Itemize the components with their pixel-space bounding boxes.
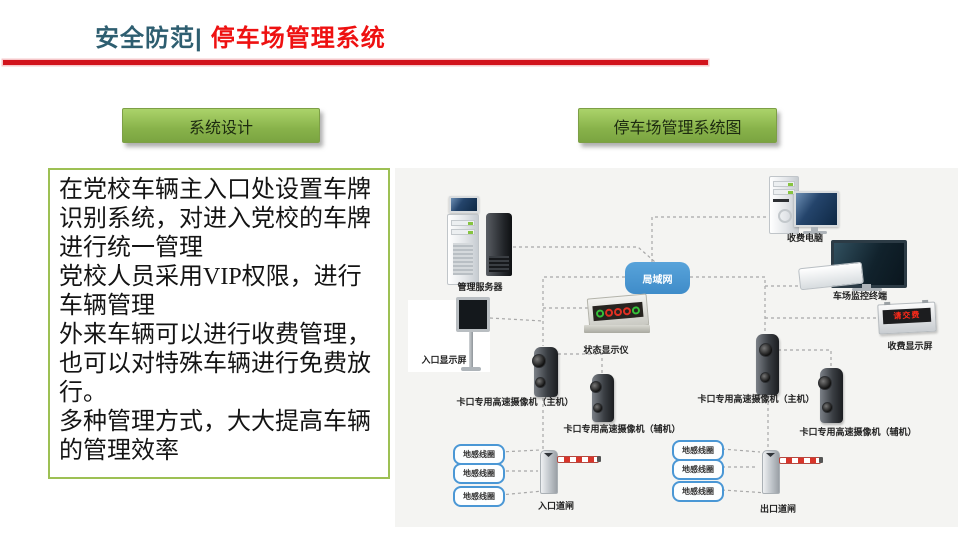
description-box: 在党校车辆主入口处设置车牌识别系统，对进入党校的车牌进行统一管理 党校人员采用V… xyxy=(48,168,390,479)
server-slot xyxy=(451,220,475,226)
camera-lens xyxy=(759,343,773,357)
lan-label: 局域网 xyxy=(642,274,673,286)
server-grille xyxy=(453,243,473,275)
entrance-display-pole xyxy=(469,332,473,368)
description-paragraph: 党校人员采用VIP权限，进行车辆管理 xyxy=(59,264,362,319)
camera-lens xyxy=(760,372,771,383)
entrance-display-screen-icon xyxy=(456,297,490,332)
camera-lens xyxy=(822,402,833,413)
coil-label: 地感线圈 xyxy=(682,465,714,474)
server-grille xyxy=(489,256,509,272)
fee-pc-led xyxy=(788,183,793,186)
server-monitor-icon xyxy=(449,196,479,213)
status-display-base xyxy=(584,325,650,333)
description-paragraph: 多种管理方式，大大提高车辆的管理效率 xyxy=(59,409,371,464)
fee-pc-stand xyxy=(811,227,818,232)
gate-cap xyxy=(544,453,553,457)
fee-pc-vent xyxy=(778,209,792,223)
coil-label: 地感线圈 xyxy=(463,450,495,459)
coil-label: 地感线圈 xyxy=(463,469,495,478)
label-monitor-terminal: 车场监控终端 xyxy=(832,291,887,301)
fee-pc-slot xyxy=(773,189,795,195)
label-exit-gate: 出口道闸 xyxy=(759,504,796,514)
server-led xyxy=(468,222,473,225)
camera-aux-left-icon xyxy=(590,374,614,422)
camera-lens xyxy=(593,403,603,413)
coil-label: 地感线圈 xyxy=(682,446,714,455)
title-main: 停车场管理系统 xyxy=(210,25,386,52)
status-indicator-red xyxy=(613,307,623,316)
coil-label: 地感线圈 xyxy=(463,492,495,501)
fee-display-tab xyxy=(884,301,891,306)
status-indicator-green xyxy=(595,308,604,318)
entrance-gate-pillar-icon xyxy=(540,450,558,494)
title-underline xyxy=(3,60,708,65)
camera-aux-right-icon xyxy=(818,368,843,423)
status-display-strip xyxy=(592,301,644,322)
fee-display-tab xyxy=(922,299,929,304)
section-label-system-diagram: 停车场管理系统图 xyxy=(578,108,777,143)
fee-display-led-text: 请交费 xyxy=(882,307,932,325)
server-led xyxy=(468,231,473,234)
label-camera-main-left: 卡口专用高速摄像机（主机） xyxy=(456,397,574,407)
fee-pc-drive xyxy=(773,199,789,202)
camera-main-right-icon xyxy=(756,334,779,395)
label-camera-aux-left: 卡口专用高速摄像机（辅机） xyxy=(563,424,681,434)
camera-lens xyxy=(535,377,546,388)
section-label-right-text: 停车场管理系统图 xyxy=(613,119,742,137)
coil-box: 地感线圈 xyxy=(453,486,505,507)
coil-box: 地感线圈 xyxy=(453,444,505,465)
lan-node: 局域网 xyxy=(625,262,690,294)
title-prefix: 安全防范| xyxy=(95,25,203,52)
fee-pc-monitor-icon xyxy=(794,191,839,227)
server-tower-icon xyxy=(447,214,479,285)
gate-arm-tip xyxy=(819,457,823,463)
description-paragraph: 在党校车辆主入口处设置车牌识别系统，对进入党校的车牌进行统一管理 xyxy=(59,177,371,261)
description-paragraph: 外来车辆可以进行收费管理，也可以对特殊车辆进行免费放行。 xyxy=(59,322,371,406)
label-camera-main-right: 卡口专用高速摄像机（主机） xyxy=(697,394,815,404)
entrance-display-base xyxy=(461,367,481,371)
coil-box: 地感线圈 xyxy=(672,481,724,502)
label-entrance-gate: 入口道闸 xyxy=(537,501,574,511)
camera-lens xyxy=(590,381,602,393)
section-label-left-text: 系统设计 xyxy=(188,119,253,137)
status-indicator-red xyxy=(604,307,614,317)
server-slot xyxy=(451,229,475,235)
exit-gate-pillar-icon xyxy=(762,450,780,494)
coil-label: 地感线圈 xyxy=(682,487,714,496)
status-indicator-red xyxy=(622,306,632,316)
coil-box: 地感线圈 xyxy=(672,459,724,480)
terminal-stand-base xyxy=(852,288,882,291)
fee-pc-slot xyxy=(773,181,795,187)
section-label-system-design: 系统设计 xyxy=(122,108,320,143)
terminal-stand xyxy=(862,284,871,289)
fee-pc-led xyxy=(788,191,793,194)
gate-cap xyxy=(766,453,775,457)
page-title: 安全防范| 停车场管理系统 xyxy=(95,18,386,53)
camera-main-left-icon xyxy=(532,347,558,397)
camera-lens xyxy=(532,354,546,368)
fee-display-icon: 请交费 xyxy=(877,299,937,335)
fee-pc-stand-base xyxy=(803,231,827,234)
label-entrance-display: 入口显示屏 xyxy=(421,355,467,365)
entrance-gate-arm-icon xyxy=(557,456,601,463)
coil-box: 地感线圈 xyxy=(453,463,505,484)
label-camera-aux-right: 卡口专用高速摄像机（辅机） xyxy=(799,427,917,437)
coil-box: 地感线圈 xyxy=(672,440,724,461)
gate-arm-tip xyxy=(597,456,601,462)
label-fee-display: 收费显示屏 xyxy=(887,341,933,351)
label-management-server: 管理服务器 xyxy=(457,282,503,292)
label-fee-pc: 收费电脑 xyxy=(786,233,823,243)
exit-gate-arm-icon xyxy=(779,457,823,464)
camera-lens xyxy=(818,376,832,390)
server-tower-dark-icon xyxy=(486,213,512,276)
label-status-display: 状态显示仪 xyxy=(583,345,629,355)
status-indicator-green xyxy=(631,305,641,315)
